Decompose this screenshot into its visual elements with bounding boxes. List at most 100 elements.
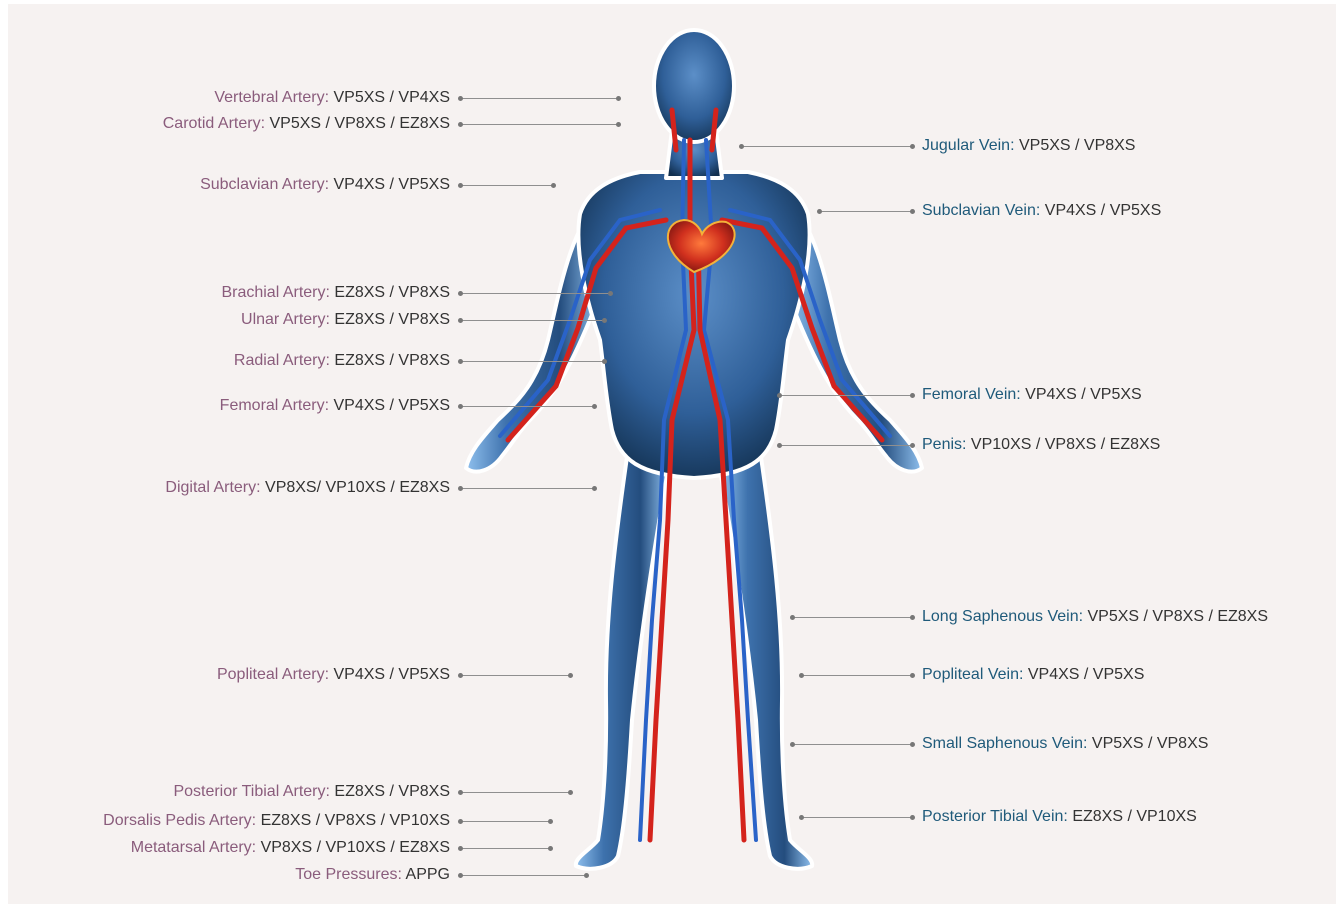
leader-dot: [458, 873, 463, 878]
leader-dot: [458, 404, 463, 409]
probe-codes: EZ8XS / VP10XS: [1072, 808, 1197, 825]
label-femoral-artery: Femoral Artery: VP4XS / VP5XS: [220, 396, 450, 416]
probe-codes: EZ8XS / VP8XS / VP10XS: [261, 812, 450, 829]
probe-codes: VP4XS / VP5XS: [1028, 666, 1145, 683]
leader-dot: [910, 815, 915, 820]
leader-dot: [548, 819, 553, 824]
leader-dot: [910, 209, 915, 214]
leader-dot: [592, 486, 597, 491]
probe-codes: EZ8XS / VP8XS: [334, 783, 450, 800]
artery-name: Metatarsal Artery:: [131, 839, 256, 856]
leader-dot: [548, 846, 553, 851]
leader-line: [460, 675, 570, 676]
leader-dot: [602, 359, 607, 364]
probe-codes: VP4XS / VP5XS: [1025, 386, 1142, 403]
leader-dot: [910, 144, 915, 149]
leader-line: [779, 395, 912, 396]
probe-codes: VP8XS / VP10XS / EZ8XS: [261, 839, 450, 856]
vein-name: Subclavian Vein:: [922, 202, 1040, 219]
leader-line: [460, 821, 550, 822]
leader-dot: [817, 209, 822, 214]
leader-line: [460, 320, 604, 321]
vein-name: Penis:: [922, 436, 966, 453]
probe-codes: VP5XS / VP4XS: [333, 89, 450, 106]
leader-dot: [458, 846, 463, 851]
probe-codes: VP5XS / VP8XS / EZ8XS: [1087, 608, 1268, 625]
probe-codes: VP5XS / VP8XS: [1019, 137, 1136, 154]
artery-name: Vertebral Artery:: [214, 89, 329, 106]
probe-codes: VP4XS / VP5XS: [1045, 202, 1162, 219]
leader-dot: [568, 790, 573, 795]
artery-name: Digital Artery:: [165, 479, 260, 496]
vein-name: Long Saphenous Vein:: [922, 608, 1083, 625]
artery-name: Carotid Artery:: [163, 115, 265, 132]
label-popliteal-vein: Popliteal Vein: VP4XS / VP5XS: [922, 665, 1144, 685]
probe-codes: VP5XS / VP8XS: [1092, 735, 1209, 752]
leader-dot: [458, 96, 463, 101]
leader-dot: [458, 790, 463, 795]
leader-dot: [458, 486, 463, 491]
leader-dot: [458, 673, 463, 678]
label-jugular-vein: Jugular Vein: VP5XS / VP8XS: [922, 136, 1135, 156]
leader-dot: [458, 291, 463, 296]
leader-dot: [616, 96, 621, 101]
artery-name: Radial Artery:: [234, 352, 330, 369]
label-femoral-vein: Femoral Vein: VP4XS / VP5XS: [922, 385, 1142, 405]
leader-dot: [910, 673, 915, 678]
leader-dot: [592, 404, 597, 409]
leader-line: [460, 792, 570, 793]
leader-dot: [790, 742, 795, 747]
artery-name: Dorsalis Pedis Artery:: [103, 812, 256, 829]
label-carotid-artery: Carotid Artery: VP5XS / VP8XS / EZ8XS: [163, 114, 450, 134]
probe-codes: VP10XS / VP8XS / EZ8XS: [971, 436, 1160, 453]
label-penis: Penis: VP10XS / VP8XS / EZ8XS: [922, 435, 1160, 455]
probe-codes: VP8XS/ VP10XS / EZ8XS: [265, 479, 450, 496]
label-posterior-tibial-artery: Posterior Tibial Artery: EZ8XS / VP8XS: [173, 782, 450, 802]
leader-dot: [584, 873, 589, 878]
leader-line: [460, 185, 553, 186]
leader-line: [460, 98, 618, 99]
leader-dot: [739, 144, 744, 149]
label-subclavian-artery: Subclavian Artery: VP4XS / VP5XS: [200, 175, 450, 195]
label-toe-pressures: Toe Pressures: APPG: [295, 865, 450, 885]
leader-dot: [790, 615, 795, 620]
artery-name: Posterior Tibial Artery:: [173, 783, 330, 800]
vein-name: Small Saphenous Vein:: [922, 735, 1087, 752]
leader-dot: [568, 673, 573, 678]
artery-name: Ulnar Artery:: [241, 311, 330, 328]
leader-line: [460, 848, 550, 849]
label-radial-artery: Radial Artery: EZ8XS / VP8XS: [234, 351, 450, 371]
probe-codes: EZ8XS / VP8XS: [334, 284, 450, 301]
artery-name: Subclavian Artery:: [200, 176, 329, 193]
leader-dot: [910, 443, 915, 448]
leader-line: [460, 488, 594, 489]
label-popliteal-artery: Popliteal Artery: VP4XS / VP5XS: [217, 665, 450, 685]
artery-name: Brachial Artery:: [221, 284, 329, 301]
leader-line: [792, 744, 912, 745]
leader-dot: [910, 742, 915, 747]
leader-dot: [608, 291, 613, 296]
label-metatarsal-artery: Metatarsal Artery: VP8XS / VP10XS / EZ8X…: [131, 838, 450, 858]
leader-dot: [910, 393, 915, 398]
probe-codes: EZ8XS / VP8XS: [334, 311, 450, 328]
leader-dot: [458, 359, 463, 364]
probe-codes: APPG: [406, 866, 450, 883]
label-ulnar-artery: Ulnar Artery: EZ8XS / VP8XS: [241, 310, 450, 330]
leader-dot: [799, 673, 804, 678]
leader-dot: [551, 183, 556, 188]
leader-dot: [458, 183, 463, 188]
leader-line: [460, 124, 618, 125]
leader-dot: [616, 122, 621, 127]
artery-name: Popliteal Artery:: [217, 666, 329, 683]
probe-codes: VP5XS / VP8XS / EZ8XS: [269, 115, 450, 132]
leader-line: [460, 406, 594, 407]
leader-dot: [458, 318, 463, 323]
leader-dot: [777, 393, 782, 398]
artery-name: Toe Pressures:: [295, 866, 402, 883]
leader-dot: [602, 318, 607, 323]
leader-dot: [799, 815, 804, 820]
leader-dot: [910, 615, 915, 620]
probe-codes: VP4XS / VP5XS: [333, 397, 450, 414]
artery-name: Femoral Artery:: [220, 397, 329, 414]
